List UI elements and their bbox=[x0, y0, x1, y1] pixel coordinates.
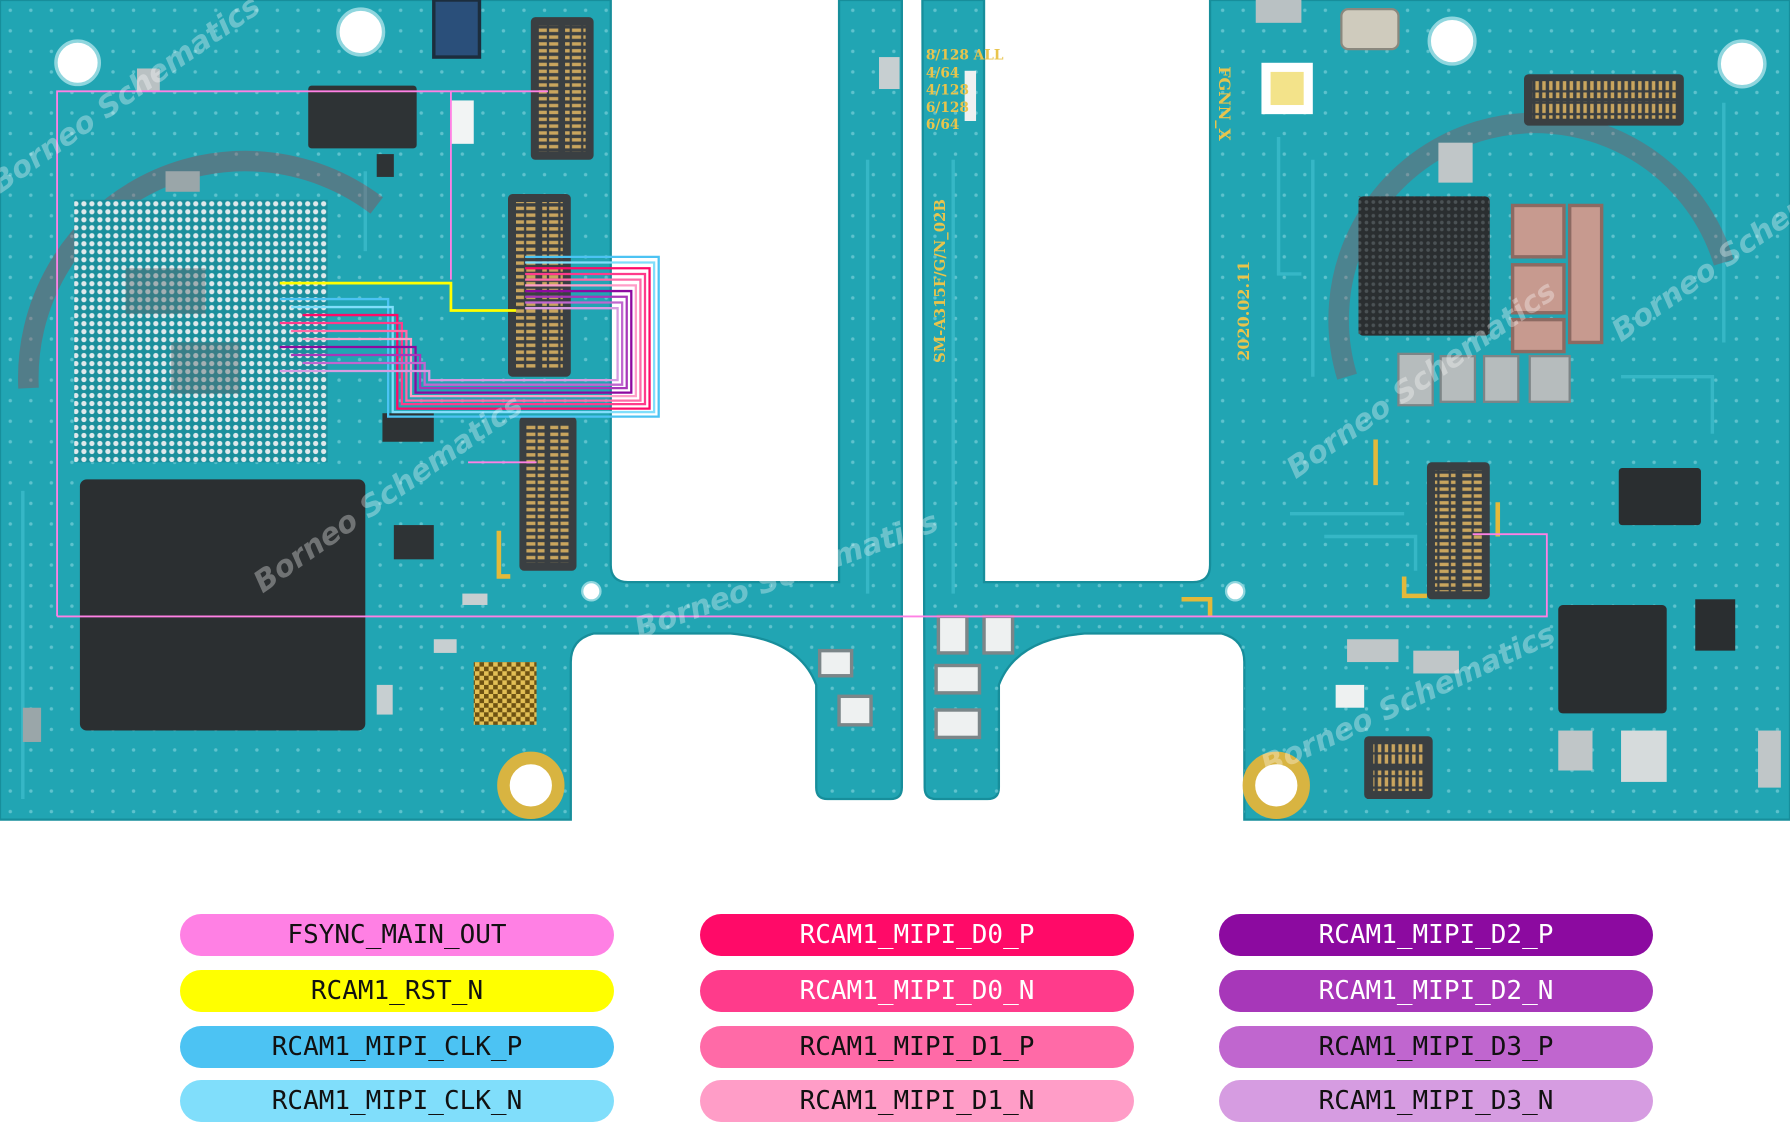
small-component bbox=[1335, 684, 1365, 708]
variant-label: 4/64 bbox=[926, 66, 960, 82]
mounting-hole bbox=[581, 581, 602, 602]
gold-screw-ring bbox=[497, 751, 565, 820]
legend-rcam1-mipi-clk-p: RCAM1_MIPI_CLK_P bbox=[180, 1026, 614, 1068]
small-component bbox=[1347, 639, 1399, 663]
connector-bottom-right bbox=[1364, 736, 1433, 800]
small-component bbox=[1413, 650, 1459, 674]
variant-label: 6/128 bbox=[926, 100, 969, 116]
small-chip bbox=[1618, 468, 1701, 526]
crystal bbox=[1340, 7, 1400, 51]
legend-rcam1-mipi-d1-n: RCAM1_MIPI_D1_N bbox=[700, 1080, 1134, 1122]
small-component bbox=[393, 525, 434, 560]
connector-lower-left bbox=[519, 416, 577, 571]
board-model-label: SM-A315F/G/N_02B bbox=[932, 199, 949, 363]
bga-soc-balls bbox=[74, 199, 328, 463]
test-pad bbox=[936, 614, 969, 655]
small-component bbox=[1255, 0, 1302, 23]
legend-rcam1-mipi-d3-n: RCAM1_MIPI_D3_N bbox=[1219, 1080, 1653, 1122]
mounting-hole bbox=[1427, 16, 1477, 66]
test-pad bbox=[837, 694, 873, 727]
trace-rcam1-mipi-d3-n bbox=[279, 307, 619, 382]
trace-rcam1-mipi-d0-n bbox=[279, 272, 647, 406]
pmic-chip-balls bbox=[1358, 196, 1490, 336]
small-component bbox=[1438, 142, 1473, 183]
inductors bbox=[1510, 203, 1604, 354]
small-component bbox=[879, 57, 900, 90]
small-component bbox=[964, 70, 977, 121]
legend-rcam1-mipi-d2-n: RCAM1_MIPI_D2_N bbox=[1219, 970, 1653, 1012]
legend-rcam1-mipi-d3-p: RCAM1_MIPI_D3_P bbox=[1219, 1026, 1653, 1068]
small-component bbox=[1558, 730, 1593, 771]
white-component bbox=[450, 100, 474, 144]
pcb-board-photo: 8/128 ALL 4/64 4/128 6/128 6/64 SM-A315F… bbox=[0, 0, 1790, 821]
small-component bbox=[136, 68, 160, 92]
trace-fsync-main-out bbox=[56, 90, 1548, 618]
trace-rcam1-mipi-clk-n bbox=[291, 261, 656, 414]
trace-rcam1-rst-n bbox=[279, 281, 516, 312]
legend-rcam1-mipi-d0-p: RCAM1_MIPI_D0_P bbox=[700, 914, 1134, 956]
small-component bbox=[382, 413, 434, 442]
small-component bbox=[1758, 730, 1781, 788]
chip-top-left bbox=[308, 85, 417, 149]
bga-void-area bbox=[125, 268, 206, 314]
small-chip bbox=[1695, 599, 1736, 651]
test-pad bbox=[982, 614, 1015, 655]
silkscreen-marks bbox=[496, 439, 1501, 617]
trace-rcam1-mipi-d0-p bbox=[302, 267, 651, 410]
variant-label: 4/128 bbox=[926, 83, 969, 99]
test-pad bbox=[817, 648, 854, 678]
camera-sensor-part bbox=[432, 0, 482, 59]
watermark-swoosh bbox=[18, 150, 383, 389]
board-date-label: 2020.02.11 bbox=[1234, 261, 1253, 361]
trace-rcam1-mipi-clk-p bbox=[279, 255, 660, 418]
datamatrix-code bbox=[473, 662, 537, 725]
small-component bbox=[376, 684, 393, 715]
legend-rcam1-mipi-d0-n: RCAM1_MIPI_D0_N bbox=[700, 970, 1134, 1012]
charger-chip bbox=[1558, 604, 1667, 714]
watermark-swoosh bbox=[1328, 112, 1734, 380]
mounting-hole bbox=[54, 39, 102, 87]
trace-rcam1-mipi-d3-p bbox=[302, 301, 624, 386]
signal-traces bbox=[56, 90, 1548, 618]
test-pad bbox=[934, 663, 982, 695]
legend-rcam1-mipi-clk-n: RCAM1_MIPI_CLK_N bbox=[180, 1080, 614, 1122]
small-component bbox=[22, 707, 42, 742]
bga-void-area bbox=[171, 342, 240, 394]
board-code-label: FGNN_X bbox=[1215, 66, 1234, 141]
trace-rcam1-mipi-d2-p bbox=[279, 289, 633, 394]
legend-fsync-main-out: FSYNC_MAIN_OUT bbox=[180, 914, 614, 956]
connector-top-right bbox=[1524, 74, 1684, 126]
legend-rcam1-mipi-d1-p: RCAM1_MIPI_D1_P bbox=[700, 1026, 1134, 1068]
variant-label: 6/64 bbox=[926, 117, 960, 133]
variant-label: 8/128 ALL bbox=[926, 47, 1004, 63]
memory-chip bbox=[79, 479, 366, 731]
connector-top-left bbox=[530, 17, 594, 160]
gold-screw-ring bbox=[1242, 751, 1310, 820]
small-component bbox=[462, 593, 488, 605]
mounting-hole bbox=[1224, 581, 1246, 602]
small-component bbox=[165, 171, 200, 192]
flash-led bbox=[1261, 62, 1313, 115]
connector-right-middle bbox=[1426, 462, 1490, 600]
capacitor-row bbox=[1397, 352, 1571, 407]
mounting-hole bbox=[1717, 39, 1767, 89]
small-component bbox=[433, 639, 457, 653]
small-component bbox=[376, 154, 394, 177]
test-pad bbox=[934, 708, 982, 740]
copper-traces bbox=[21, 102, 1726, 800]
trace-rcam1-mipi-d1-p bbox=[291, 278, 642, 402]
legend-rcam1-rst-n: RCAM1_RST_N bbox=[180, 970, 614, 1012]
trace-rcam1-mipi-d1-n bbox=[302, 284, 638, 398]
small-component bbox=[1621, 730, 1667, 782]
trace-rcam1-mipi-d2-n bbox=[291, 295, 628, 390]
legend-rcam1-mipi-d2-p: RCAM1_MIPI_D2_P bbox=[1219, 914, 1653, 956]
mounting-hole bbox=[336, 7, 386, 57]
